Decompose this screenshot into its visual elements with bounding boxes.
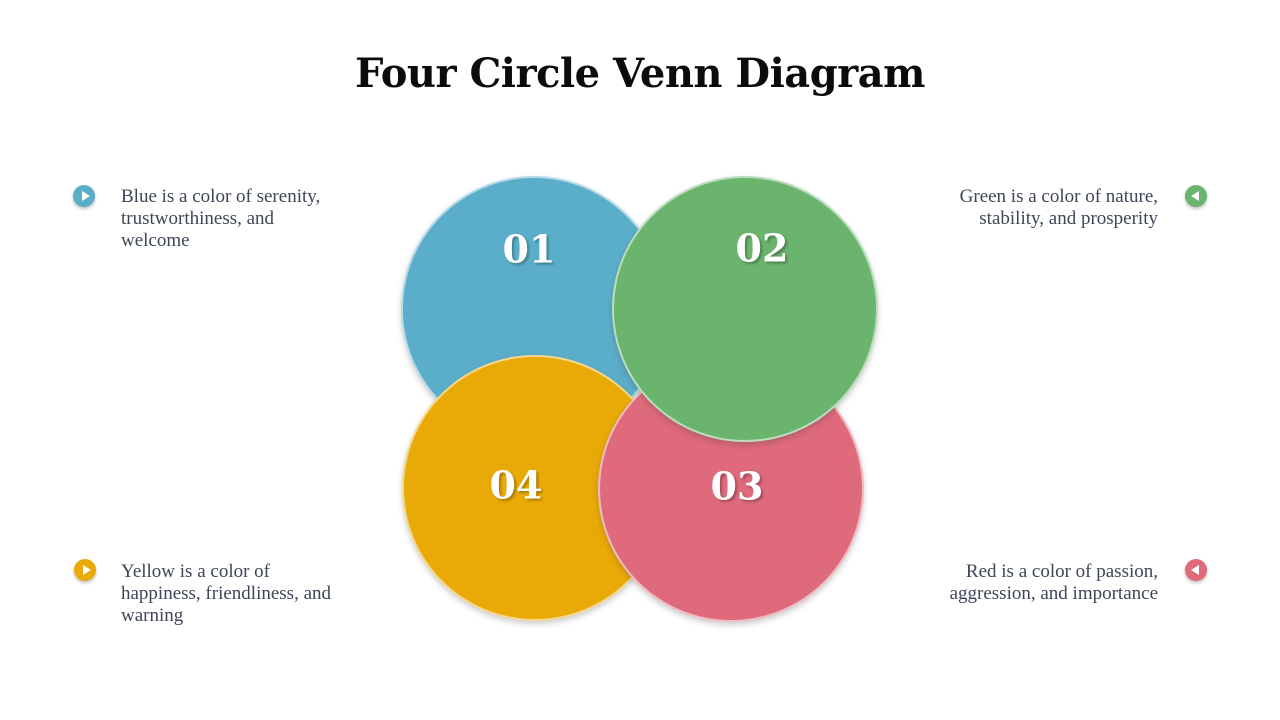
legend-line: happiness, friendliness, and (121, 583, 332, 604)
legend-line: welcome (121, 230, 190, 251)
triangle-left-icon (1190, 565, 1199, 575)
legend-yellow-text: Yellow is a color of happiness, friendli… (121, 561, 376, 627)
legend-green-text: Green is a color of nature, stability, a… (908, 186, 1158, 230)
triangle-right-icon (82, 565, 91, 575)
triangle-right-icon (81, 191, 90, 201)
circle-number-green: 02 (735, 225, 789, 271)
circle-number-yellow: 04 (489, 462, 543, 508)
venn-circle-green (612, 176, 878, 442)
play-right-icon (74, 559, 96, 581)
play-right-icon (73, 185, 95, 207)
legend-line: Yellow is a color of (121, 561, 271, 582)
legend-line: Red is a color of passion, (965, 561, 1158, 582)
circle-number-red: 03 (710, 463, 764, 509)
legend-line: aggression, and importance (949, 583, 1158, 604)
legend-blue: Blue is a color of serenity, trustworthi… (121, 186, 371, 252)
legend-blue-text: Blue is a color of serenity, trustworthi… (121, 186, 371, 252)
legend-red: Red is a color of passion, aggression, a… (898, 561, 1158, 605)
legend-green: Green is a color of nature, stability, a… (908, 186, 1158, 230)
play-left-icon (1185, 185, 1207, 207)
triangle-left-icon (1190, 191, 1199, 201)
play-left-icon (1185, 559, 1207, 581)
circle-number-blue: 01 (502, 226, 556, 272)
legend-line: warning (121, 605, 184, 626)
legend-red-text: Red is a color of passion, aggression, a… (898, 561, 1158, 605)
legend-yellow: Yellow is a color of happiness, friendli… (121, 561, 376, 627)
slide-title: Four Circle Venn Diagram (355, 50, 926, 97)
legend-line: stability, and prosperity (979, 208, 1158, 229)
legend-line: Green is a color of nature, (959, 186, 1158, 207)
legend-line: Blue is a color of serenity, (121, 186, 321, 207)
legend-line: trustworthiness, and (121, 208, 275, 229)
